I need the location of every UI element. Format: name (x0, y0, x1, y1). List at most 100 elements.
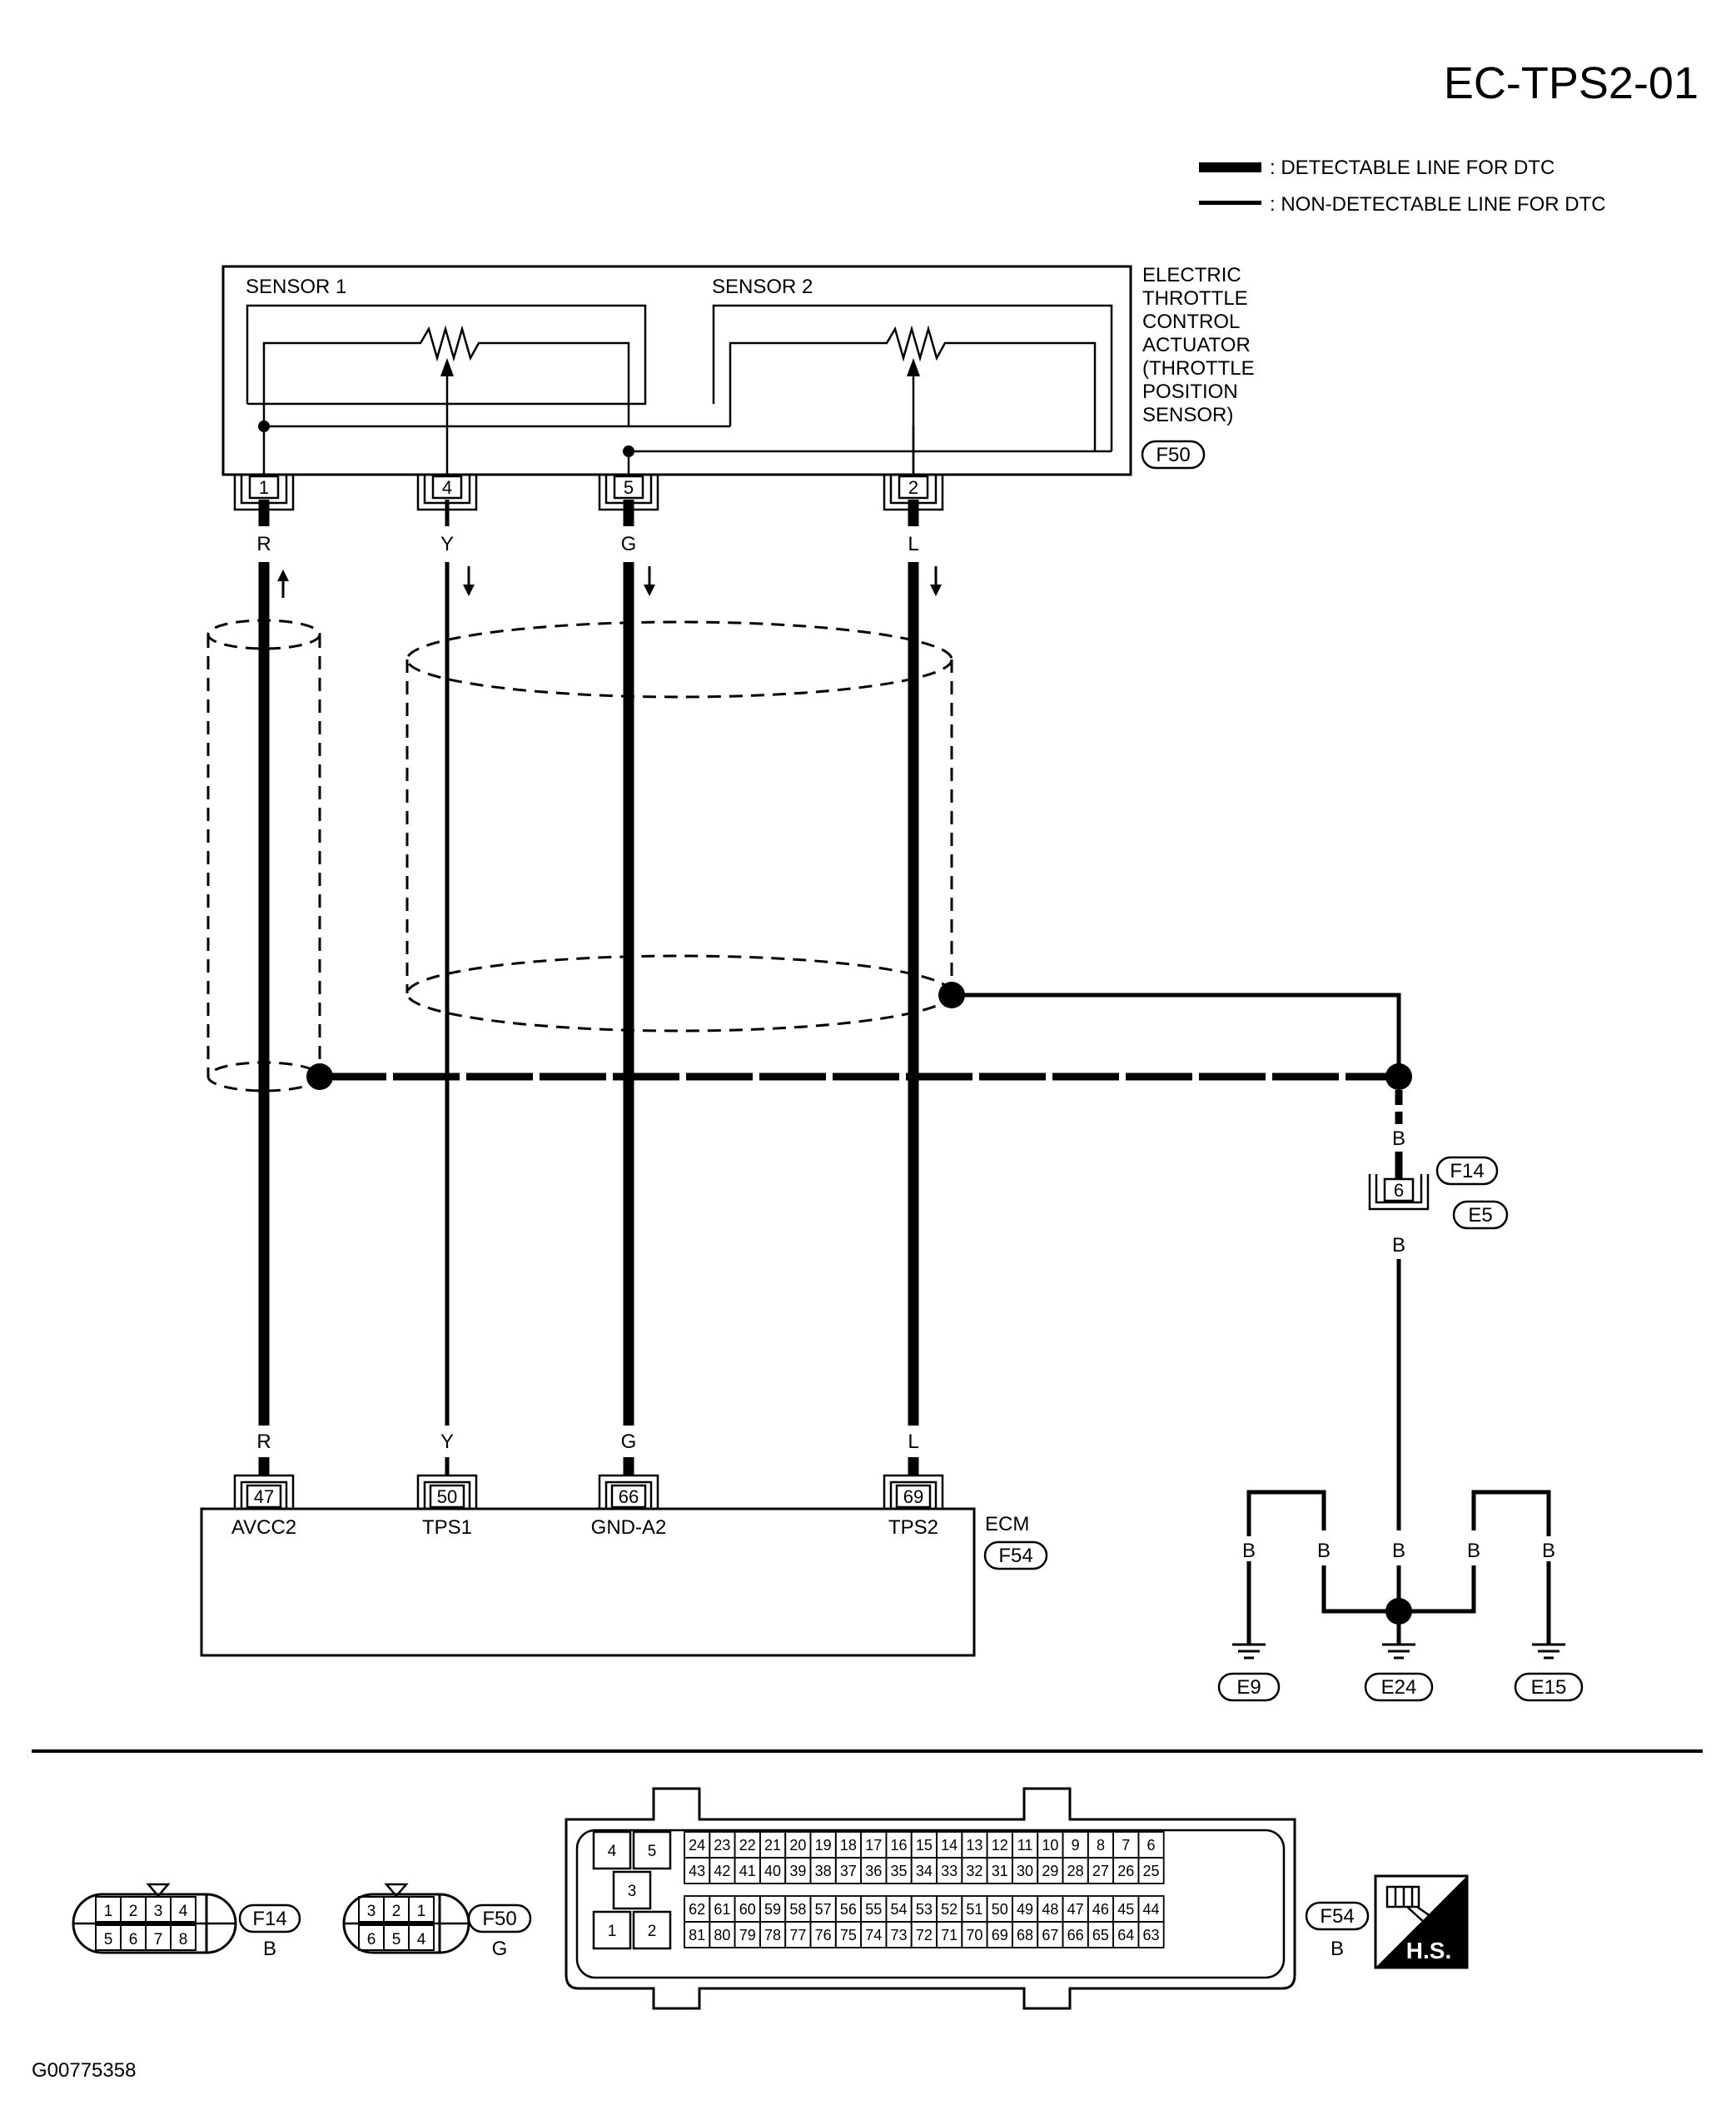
joint-pin: 6 (1394, 1180, 1404, 1201)
f54-grid-pin: 58 (789, 1901, 806, 1918)
sensor2-wiper-arrow (907, 358, 920, 376)
ecm-pin-box-50 (429, 1484, 465, 1509)
f54-grid-pin: 27 (1092, 1863, 1109, 1879)
f54-grid-pin: 75 (840, 1927, 857, 1943)
color-bottom-l: L (908, 1431, 918, 1453)
f54-grid-pin: 78 (764, 1927, 781, 1943)
ecm-unit: ECM F54 47 50 66 69 AVCC2 TPS1 GND-A2 TP… (200, 1474, 1048, 1657)
actuator-name-line: ACTUATOR (1142, 334, 1251, 356)
f54-grid-pin: 64 (1117, 1927, 1134, 1943)
f54-grid-pin: 73 (891, 1927, 908, 1943)
actuator-pins: 1 4 5 2 (233, 475, 944, 511)
f54-grid-pin: 37 (840, 1863, 857, 1879)
legend-non-detectable: : NON-DETECTABLE LINE FOR DTC (1270, 193, 1606, 216)
pin-box-2 (898, 475, 929, 500)
ecm-pin-50: 50 (437, 1486, 457, 1507)
ecm-pin-box-66 (610, 1484, 647, 1509)
ecm-pin-housing-69 (883, 1474, 944, 1509)
f54-grid-pin: 54 (891, 1901, 908, 1918)
ground-color-b5: B (1542, 1540, 1555, 1562)
sensor1-frame (246, 304, 647, 406)
ground-color-1: B (1392, 1127, 1405, 1150)
ground-mask-b1 (1239, 1536, 1259, 1561)
f54-grid-pin: 41 (739, 1863, 756, 1879)
ground-symbol-e15 (1532, 1643, 1565, 1660)
f14-cell (170, 1924, 196, 1951)
f54-grid-pin: 14 (941, 1837, 958, 1854)
f54-grid-pin: 56 (840, 1901, 857, 1918)
e24-tag: E24 (1381, 1676, 1417, 1699)
ground-color-2: B (1392, 1234, 1405, 1257)
shield-right (405, 620, 953, 1033)
ground-loop-left (1246, 1490, 1326, 1645)
ecm-label: ECM (985, 1513, 1029, 1535)
ground-color-b2: B (1317, 1540, 1331, 1562)
f54-block-pin: 3 (628, 1883, 637, 1900)
f50-view-tag: F50 (482, 1908, 516, 1930)
f14-pin: 1 (104, 1903, 113, 1920)
shield-right-top (405, 620, 953, 699)
f54-grid-pin: 81 (689, 1927, 705, 1943)
f54-grid-pin: 40 (764, 1863, 781, 1879)
f54-grid-pin: 49 (1017, 1901, 1033, 1918)
sensor1-label: SENSOR 1 (246, 276, 346, 298)
f54-grid-pin: 43 (689, 1863, 705, 1879)
e15-tag-box (1514, 1672, 1584, 1702)
ecm-pin-47: 47 (254, 1486, 274, 1507)
hs-badge-text: H.S. (1406, 1938, 1451, 1963)
drain-junction-dot (1385, 1063, 1412, 1090)
shield-drains (306, 982, 1412, 1090)
f54-grid-pin: 17 (865, 1837, 882, 1854)
f54-grid-pin: 31 (992, 1863, 1008, 1879)
pin-box-4 (431, 475, 463, 500)
pin-housing-5 (598, 475, 659, 511)
ecm-pin-housing-47 (233, 1474, 295, 1509)
f54-grid-pin: 57 (815, 1901, 832, 1918)
f50-cell (408, 1924, 435, 1951)
f14-tag: F14 (1450, 1160, 1484, 1182)
joint-housing (1368, 1174, 1430, 1211)
f54-grid-pin: 55 (865, 1901, 882, 1918)
f54-grid-pin: 39 (789, 1863, 806, 1879)
f54-grid-pin: 68 (1017, 1927, 1033, 1943)
f54-grid-pin: 8 (1097, 1837, 1105, 1854)
ground-loop-right-low (1399, 1565, 1476, 1614)
f14-key (146, 1883, 171, 1898)
sensor2-label: SENSOR 2 (712, 276, 813, 298)
f14-pin: 7 (154, 1931, 163, 1948)
throttle-actuator: SENSOR 1 SENSOR 2 ELECTRIC THROTTLE CONT… (221, 264, 1260, 476)
f54-grid-pin: 51 (966, 1901, 982, 1918)
f54-grid-pin: 6 (1147, 1837, 1156, 1854)
f54-grid-pin: 44 (1143, 1901, 1160, 1918)
f14-view-color: B (263, 1938, 276, 1960)
f54-grid-pin: 38 (815, 1863, 832, 1879)
actuator-name-line: ELECTRIC (1142, 264, 1241, 286)
f54-grid-pin: 10 (1042, 1837, 1058, 1854)
f54-grid-pin: 76 (815, 1927, 832, 1943)
f50-key (384, 1883, 409, 1898)
f54-grid-pin: 30 (1017, 1863, 1033, 1879)
ecm-box (200, 1507, 976, 1657)
f14-pin: 5 (104, 1931, 113, 1948)
signal-wires (258, 500, 919, 1476)
e15-tag: E15 (1531, 1676, 1567, 1699)
ecm-pin-box-47 (246, 1484, 282, 1509)
figure-id: G00775358 (32, 2059, 136, 2082)
f54-block-pin: 1 (608, 1923, 617, 1940)
wire-color-labels: R Y G L R Y G L (256, 533, 918, 1453)
ground-loop-left-low (1321, 1565, 1399, 1614)
f54-block-cell (592, 1830, 632, 1870)
f50-pin: 6 (367, 1931, 376, 1948)
f14-pin: 6 (129, 1931, 138, 1948)
signal-avcc2: AVCC2 (231, 1516, 296, 1539)
f50-pin: 5 (392, 1931, 401, 1948)
signal-gnd-a2: GND-A2 (591, 1516, 667, 1539)
arrow-down-g-head (644, 585, 655, 596)
f54-body-outer (565, 1787, 1296, 2010)
f54-grid-pin: 63 (1143, 1927, 1160, 1943)
actuator-name: ELECTRIC THROTTLE CONTROL ACTUATOR (THRO… (1142, 264, 1260, 426)
f14-pin: 4 (179, 1903, 188, 1920)
e24-tag-box (1364, 1672, 1434, 1702)
f54-left-block: 4 5 3 1 2 (592, 1830, 672, 1950)
f54-grid-pin: 11 (1017, 1837, 1033, 1854)
